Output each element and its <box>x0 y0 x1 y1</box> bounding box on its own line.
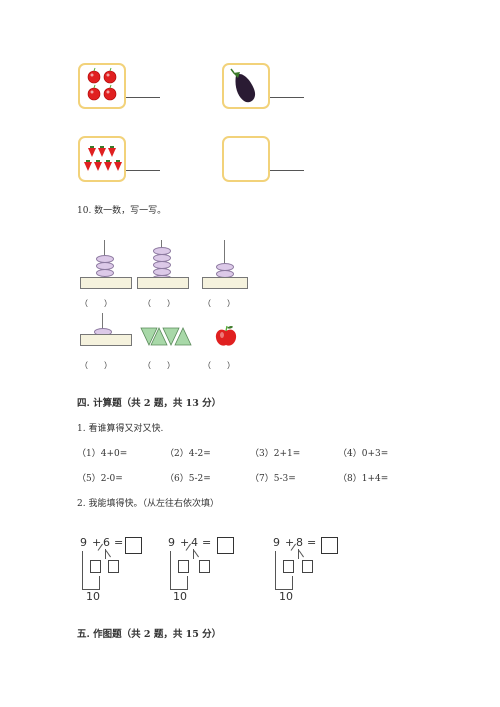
split-box[interactable] <box>108 560 119 573</box>
strawberries-icon <box>84 146 122 171</box>
equals: = <box>114 536 124 549</box>
calc-item: （8）1+4= <box>338 474 389 484</box>
answer-paren[interactable]: （ ） <box>203 361 235 370</box>
answer-box[interactable] <box>321 537 338 554</box>
addend-b: 6 <box>103 536 110 549</box>
answer-line[interactable] <box>126 97 160 98</box>
answer-paren[interactable]: （ ） <box>143 361 175 370</box>
eggplant-card <box>222 63 270 109</box>
apple-card <box>78 63 126 109</box>
answer-paren[interactable]: （ ） <box>143 299 175 308</box>
section4-title: 四. 计算题（共 2 题，共 13 分） <box>77 398 222 409</box>
answer-paren[interactable]: （ ） <box>203 299 235 308</box>
answer-paren[interactable]: （ ） <box>80 361 112 370</box>
split-box[interactable] <box>199 560 210 573</box>
answer-line[interactable] <box>270 170 304 171</box>
operator: + <box>180 536 190 549</box>
calc-item: （6）5-2= <box>165 474 211 484</box>
apple-icon <box>215 325 237 346</box>
addend-a: 9 <box>168 536 175 549</box>
answer-paren[interactable]: （ ） <box>80 299 112 308</box>
addend-b: 4 <box>191 536 198 549</box>
calc-item: （2）4-2= <box>165 449 211 459</box>
split-box[interactable] <box>283 560 294 573</box>
answer-line[interactable] <box>270 97 304 98</box>
calc1-title: 1. 看谁算得又对又快. <box>77 424 164 434</box>
addend-a: 9 <box>80 536 87 549</box>
calc-item: （3）2+1= <box>250 449 301 459</box>
apples-icon <box>87 67 117 101</box>
answer-box[interactable] <box>125 537 142 554</box>
section5-title: 五. 作图题（共 2 题，共 15 分） <box>77 629 222 640</box>
calc-item: （7）5-3= <box>250 474 296 484</box>
triangles-icon <box>140 327 192 346</box>
ten-label: 10 <box>279 590 293 603</box>
addend-b: 8 <box>296 536 303 549</box>
split-box[interactable] <box>90 560 101 573</box>
answer-box[interactable] <box>217 537 234 554</box>
equals: = <box>202 536 212 549</box>
q10-title: 10. 数一数，写一写。 <box>77 206 167 216</box>
calc-item: （4）0+3= <box>338 449 389 459</box>
ten-label: 10 <box>86 590 100 603</box>
operator: + <box>285 536 295 549</box>
calc-item: （5）2-0= <box>77 474 123 484</box>
ten-label: 10 <box>173 590 187 603</box>
calc-item: （1）4+0= <box>77 449 128 459</box>
operator: + <box>92 536 102 549</box>
empty-card <box>222 136 270 182</box>
split-box[interactable] <box>302 560 313 573</box>
calc2-title: 2. 我能填得快。（从左往右依次填） <box>77 499 219 509</box>
equals: = <box>307 536 317 549</box>
eggplant-icon <box>230 68 256 103</box>
split-box[interactable] <box>178 560 189 573</box>
strawberry-card <box>78 136 126 182</box>
answer-line[interactable] <box>126 170 160 171</box>
addend-a: 9 <box>273 536 280 549</box>
